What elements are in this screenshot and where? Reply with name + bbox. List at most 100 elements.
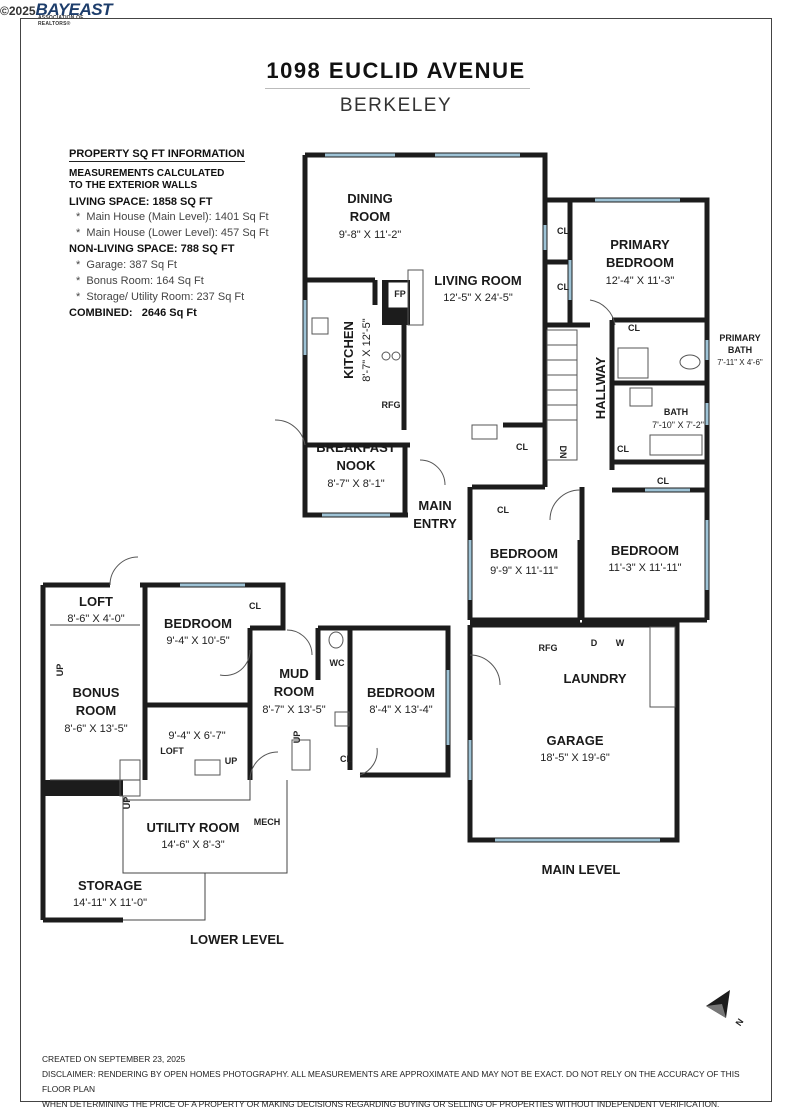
mud-room-label: ROOM	[274, 684, 314, 699]
primary-bath-label: BATH	[728, 345, 752, 355]
page-frame	[20, 18, 772, 1102]
info-nonliving-item: * Bonus Room: 164 Sq Ft	[76, 275, 204, 287]
fridge-label: RFG	[382, 400, 401, 410]
mud-room-label: MUD	[279, 666, 309, 681]
stairs-down-label: DN	[558, 446, 568, 459]
page-subtitle: BERKELEY	[339, 95, 453, 116]
closet-label: CL	[557, 282, 569, 292]
main-entry-label: MAIN	[418, 498, 451, 513]
bedroom-dim: 9'-9" X 11'-11"	[490, 565, 558, 577]
bedroom-label: BEDROOM	[490, 546, 558, 561]
closet-label: CL	[617, 444, 629, 454]
primary-bedroom-dim: 12'-4" X 11'-3"	[606, 275, 675, 287]
info-note-2: TO THE EXTERIOR WALLS	[69, 180, 198, 191]
utility-room-label: UTILITY ROOM	[147, 820, 240, 835]
fireplace-label: FP	[394, 289, 406, 299]
main-level-label: MAIN LEVEL	[542, 862, 621, 877]
breakfast-nook-label: BREAKFAST	[316, 440, 396, 455]
primary-bedroom-label: PRIMARY	[610, 237, 670, 252]
living-room-label: LIVING ROOM	[434, 273, 521, 288]
primary-bedroom-label: BEDROOM	[606, 255, 674, 270]
loft-label: LOFT	[160, 746, 184, 756]
main-entry-label: ENTRY	[413, 516, 457, 531]
bath-label: BATH	[664, 407, 688, 417]
closet-label: CL	[497, 505, 509, 515]
closet-label: CL	[340, 754, 352, 764]
closet-label: CL	[516, 442, 528, 452]
closet-label: CL	[628, 323, 640, 333]
dryer-label: D	[591, 638, 598, 648]
primary-bath-dim: 7'-11" X 4'-6"	[717, 358, 763, 367]
info-nonliving-item: * Garage: 387 Sq Ft	[76, 259, 177, 271]
copyright-text: ©2025	[0, 4, 36, 18]
disclaimer-line: WHEN DETERMINING THE PRICE OF A PROPERTY…	[42, 1099, 720, 1109]
breakfast-nook-dim: 8'-7" X 8'-1"	[327, 478, 384, 490]
fridge-label: RFG	[539, 643, 558, 653]
info-heading: PROPERTY SQ FT INFORMATION	[69, 148, 245, 162]
info-note-1: MEASUREMENTS CALCULATED	[69, 168, 225, 179]
mech-label: MECH	[254, 817, 281, 827]
door-swings	[109, 299, 616, 781]
kitchen-label: KITCHEN	[341, 321, 356, 379]
laundry-label: LAUNDRY	[563, 671, 626, 686]
info-living: LIVING SPACE: 1858 SQ FT	[69, 196, 213, 208]
closet-label: CL	[657, 476, 669, 486]
bayeast-logo: BAYEAST	[35, 0, 113, 19]
bedroom-dim: 9'-4" X 10'-5"	[166, 635, 229, 647]
primary-bath-label: PRIMARY	[719, 333, 760, 343]
lower-wall-block	[43, 780, 123, 796]
bonus-room-label: ROOM	[76, 703, 116, 718]
storage-dim: 14'-11" X 11'-0"	[73, 897, 147, 909]
title-divider	[265, 88, 530, 89]
wc-label: WC	[330, 658, 345, 668]
closet-label: CL	[249, 601, 261, 611]
disclaimer-line: DISCLAIMER: RENDERING BY OPEN HOMES PHOT…	[42, 1069, 740, 1094]
bonus-room-label: BONUS	[73, 685, 120, 700]
stairs-up-label: UP	[292, 731, 302, 744]
washer-label: W	[616, 638, 625, 648]
bedroom-label: BEDROOM	[611, 543, 679, 558]
bonus-room-dim: 8'-6" X 13'-5"	[64, 723, 127, 735]
dining-room-label: DINING	[347, 191, 393, 206]
kitchen-dim: 8'-7" X 12'-5"	[361, 318, 373, 381]
bath-dim: 7'-10" X 7'-2"	[652, 420, 704, 430]
loft-dim: 9'-4" X 6'-7"	[168, 730, 225, 742]
breakfast-nook-label: NOOK	[337, 458, 377, 473]
stairs	[194, 329, 578, 776]
compass-icon	[706, 990, 730, 1018]
lower-level-walls	[40, 582, 451, 923]
living-room-dim: 12'-5" X 24'-5"	[443, 292, 513, 304]
compass-north-label: N	[734, 1017, 746, 1028]
info-living-item: * Main House (Main Level): 1401 Sq Ft	[76, 211, 269, 223]
info-nonliving: NON-LIVING SPACE: 788 SQ FT	[69, 243, 235, 255]
closet-label: CL	[557, 226, 569, 236]
created-date: CREATED ON SEPTEMBER 23, 2025	[42, 1054, 186, 1064]
loft-dim: 8'-6" X 4'-0"	[67, 613, 124, 625]
stairs-up-label: UP	[225, 756, 238, 766]
bedroom-dim: 11'-3" X 11'-11"	[608, 562, 681, 574]
lower-level-label: LOWER LEVEL	[190, 932, 284, 947]
lower-thin-walls	[50, 624, 288, 921]
info-combined: COMBINED: 2646 Sq Ft	[69, 307, 197, 319]
loft-label: LOFT	[79, 594, 113, 609]
bedroom-dim: 8'-4" X 13'-4"	[369, 704, 432, 716]
stairs-up-label: UP	[55, 664, 65, 677]
utility-room-dim: 14'-6" X 8'-3"	[161, 839, 224, 851]
info-living-item: * Main House (Lower Level): 457 Sq Ft	[76, 227, 269, 239]
hallway-label: HALLWAY	[593, 356, 608, 419]
bedroom-label: BEDROOM	[164, 616, 232, 631]
garage-dim: 18'-5" X 19'-6"	[540, 752, 610, 764]
windows	[180, 153, 709, 842]
page-title: 1098 EUCLID AVENUE	[266, 58, 526, 83]
garage-label: GARAGE	[546, 733, 603, 748]
dining-room-label: ROOM	[350, 209, 390, 224]
stairs-up-label: UP	[122, 797, 132, 810]
dining-room-dim: 9'-8" X 11'-2"	[339, 229, 402, 241]
info-nonliving-item: * Storage/ Utility Room: 237 Sq Ft	[76, 291, 245, 303]
storage-label: STORAGE	[78, 878, 142, 893]
mud-room-dim: 8'-7" X 13'-5"	[262, 704, 325, 716]
fixtures	[119, 269, 703, 797]
bedroom-label: BEDROOM	[367, 685, 435, 700]
footer-disclaimer: CREATED ON SEPTEMBER 23, 2025 DISCLAIMER…	[42, 1052, 762, 1112]
